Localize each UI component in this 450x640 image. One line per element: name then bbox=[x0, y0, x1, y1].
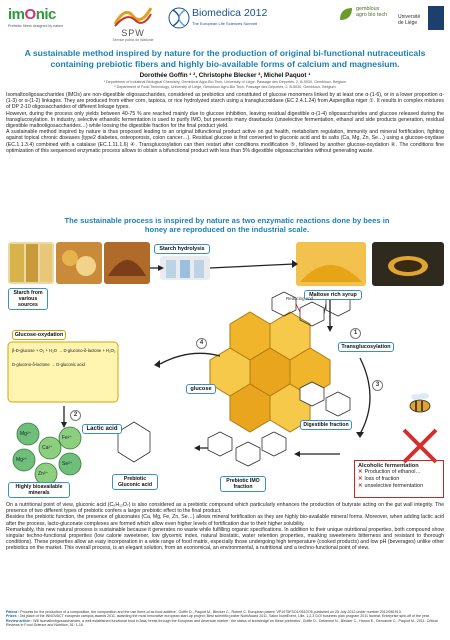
gembloux-logo: gembloux agro bio tech bbox=[338, 6, 398, 20]
reaction-2-reactant: D-glucono-δ-lactone bbox=[12, 362, 50, 367]
ref-prizes-text: 3rd place of the INNOVACT european campu… bbox=[19, 614, 430, 619]
ref-patent: Patent : Process for the production of a… bbox=[6, 610, 444, 614]
gembloux-line1: gembloux bbox=[356, 6, 380, 12]
imonic-logo: imOnic Prebiotic fibers designed by natu… bbox=[8, 6, 80, 28]
mineral-ion-2: Ca²⁺ bbox=[42, 445, 53, 451]
cross-icon: ✕ bbox=[358, 483, 363, 489]
biomedica-subtitle: The European Life Sciences Summit bbox=[192, 21, 257, 26]
biomedica-helix-icon bbox=[168, 7, 190, 29]
legend-item-1-label: Production of ethanol… bbox=[364, 469, 421, 475]
process-diagram: Starch from various sources Starch hydro… bbox=[0, 238, 450, 500]
wheat-icon bbox=[10, 244, 24, 282]
highlight-banner: The sustainable process is inspired by n… bbox=[64, 216, 390, 235]
ulg-crest-icon bbox=[428, 6, 444, 30]
biomedica-title: Biomedica 2012 bbox=[192, 7, 268, 19]
gembloux-line2: agro bio tech bbox=[356, 12, 388, 18]
poster-authors: Dorothée Goffin ¹ ², Christophe Blecker … bbox=[139, 72, 311, 79]
references: Patent : Process for the production of a… bbox=[6, 610, 444, 628]
outro-paragraph-1: On a nutritional point of view, gluconic… bbox=[6, 502, 444, 515]
process-diagram-art bbox=[7, 242, 444, 486]
label-glucose: glucose bbox=[186, 384, 216, 394]
header-logos: imOnic Prebiotic fibers designed by natu… bbox=[0, 0, 450, 46]
cross-icon: ✕ bbox=[358, 476, 363, 482]
label-gluconic-acid: Prebiotic Gluconic acid bbox=[112, 474, 158, 490]
outro-paragraph-2: Besides the prebiotic function, the pres… bbox=[6, 514, 444, 527]
reaction-1-reactants: β-D-glucose + O₂ + H₂O bbox=[12, 348, 57, 353]
bee-icon bbox=[409, 393, 431, 413]
label-starch-sources: Starch from various sources bbox=[8, 288, 48, 310]
legend-header: Alcoholic fermentation bbox=[358, 463, 419, 469]
ulg-line2: de Liège bbox=[398, 20, 418, 26]
poster-title: A sustainable method inspired by nature … bbox=[24, 48, 426, 69]
mineral-spheres bbox=[12, 422, 82, 486]
gembloux-wordmark: gembloux agro bio tech bbox=[356, 6, 398, 18]
legend-item-3: ✕unselective fermentation bbox=[358, 483, 440, 490]
intro-paragraph-1: Isomaltooligosaccharides (IMOs) are non-… bbox=[6, 92, 444, 111]
outro-text: On a nutritional point of view, gluconic… bbox=[6, 502, 444, 552]
ref-patent-text: Process for the production of a composit… bbox=[20, 610, 402, 614]
mineral-ion-4: Zn²⁺ bbox=[38, 471, 49, 477]
step-number-4: 4 bbox=[196, 338, 207, 349]
label-starch-hydrolysis: Starch hydrolysis bbox=[154, 244, 210, 254]
legend-item-2-label: loss of fraction bbox=[364, 476, 400, 482]
reaction-1-products: D-glucono-δ-lactone + H₂O₂ bbox=[63, 348, 116, 353]
mineral-ion-1: Mg²⁺ bbox=[20, 431, 32, 437]
glucose-oxydation-box bbox=[7, 341, 119, 403]
label-glucose-oxydation: Glucose-oxydation bbox=[12, 330, 66, 340]
honeycomb-icon bbox=[209, 311, 331, 433]
legend-item-1: ✕Production of ethanol… bbox=[358, 469, 440, 476]
mineral-ion-5: Se²⁺ bbox=[62, 461, 73, 467]
imonic-logo-part-c: nic bbox=[35, 6, 57, 23]
imonic-tagline: Prebiotic fibers designed by nature bbox=[8, 24, 64, 28]
gembloux-leaf-icon bbox=[340, 8, 352, 20]
label-reducing-end: Reducing end bbox=[286, 296, 314, 301]
step-number-2: 2 bbox=[70, 410, 81, 421]
intro-paragraph-3: A sustainable method inspired by nature … bbox=[6, 129, 444, 154]
spw-tagline: Service public de Wallonie bbox=[112, 38, 154, 42]
ref-patent-label: Patent : bbox=[6, 610, 20, 614]
biomedica-logo: Biomedica 2012 The European Life Science… bbox=[168, 4, 268, 40]
intro-paragraph-2: However, during the process only yields … bbox=[6, 110, 444, 130]
gluconic-acid-molecule-icon bbox=[117, 421, 151, 463]
legend-item-2: ✕loss of fraction bbox=[358, 476, 440, 483]
affiliation-2: ² Department of Food Technology, Univers… bbox=[114, 84, 336, 89]
mineral-ion-3: Mg²⁺ bbox=[16, 457, 28, 463]
label-imo-fraction: Prebiotic IMO fraction bbox=[220, 476, 266, 492]
red-cross-icon bbox=[402, 428, 438, 464]
poster-affiliations: ¹ Department of Industrial Biological Ch… bbox=[6, 80, 444, 89]
ref-review-label: Review article : bbox=[6, 618, 33, 623]
imo-molecule-icon bbox=[207, 431, 287, 467]
alcoholic-fermentation-legend: Alcoholic fermentation ✕Production of et… bbox=[354, 460, 444, 498]
digestible-molecule-icon bbox=[299, 381, 351, 417]
process-arrows bbox=[63, 263, 371, 455]
ref-review: Review article : Will isomaltooligosacch… bbox=[6, 619, 444, 628]
spw-mark-icon bbox=[113, 7, 153, 27]
ref-review-text: Will isomaltooligosaccharides, a well es… bbox=[6, 618, 438, 628]
ref-prizes-label: Prizes : bbox=[6, 614, 19, 619]
affiliation-1: ¹ Department of Industrial Biological Ch… bbox=[103, 80, 347, 84]
step-number-1: 1 bbox=[350, 328, 361, 339]
imonic-logo-part-a: im bbox=[8, 6, 25, 23]
cross-icon: ✕ bbox=[358, 469, 363, 475]
ref-prizes: Prizes : 3rd place of the INNOVACT europ… bbox=[6, 614, 444, 618]
imonic-logo-part-b: O bbox=[24, 6, 37, 23]
label-lactic-acid: Lactic acid bbox=[82, 424, 122, 434]
label-transglucosylation: Transglucosylation bbox=[338, 342, 394, 352]
ulg-line1: Université bbox=[398, 14, 421, 20]
outro-paragraph-3: Remarkably, this new natural process is … bbox=[6, 526, 444, 552]
legend-item-3-label: unselective fermentation bbox=[364, 483, 423, 489]
label-digestible-fraction: Digestible fraction bbox=[300, 420, 352, 430]
intro-text: Isomaltooligosaccharides (IMOs) are non-… bbox=[6, 92, 444, 154]
reaction-equations: β-D-glucose + O₂ + H₂O → D-glucono-δ-lac… bbox=[12, 348, 116, 367]
label-maltose-syrup: Maltose rich syrup bbox=[304, 290, 362, 300]
step-number-3: 3 bbox=[372, 380, 383, 391]
mineral-ion-6: Fe²⁺ bbox=[62, 435, 73, 441]
spw-word: SPW bbox=[121, 28, 145, 38]
ulg-wordmark: Université de Liège bbox=[398, 14, 420, 26]
label-minerals: Highly bioavailable minerals bbox=[8, 482, 70, 498]
arrowheads bbox=[61, 260, 364, 457]
reaction-2-product: D-gluconic acid bbox=[56, 362, 85, 367]
spw-logo: SPW Service public de Wallonie bbox=[108, 4, 158, 42]
